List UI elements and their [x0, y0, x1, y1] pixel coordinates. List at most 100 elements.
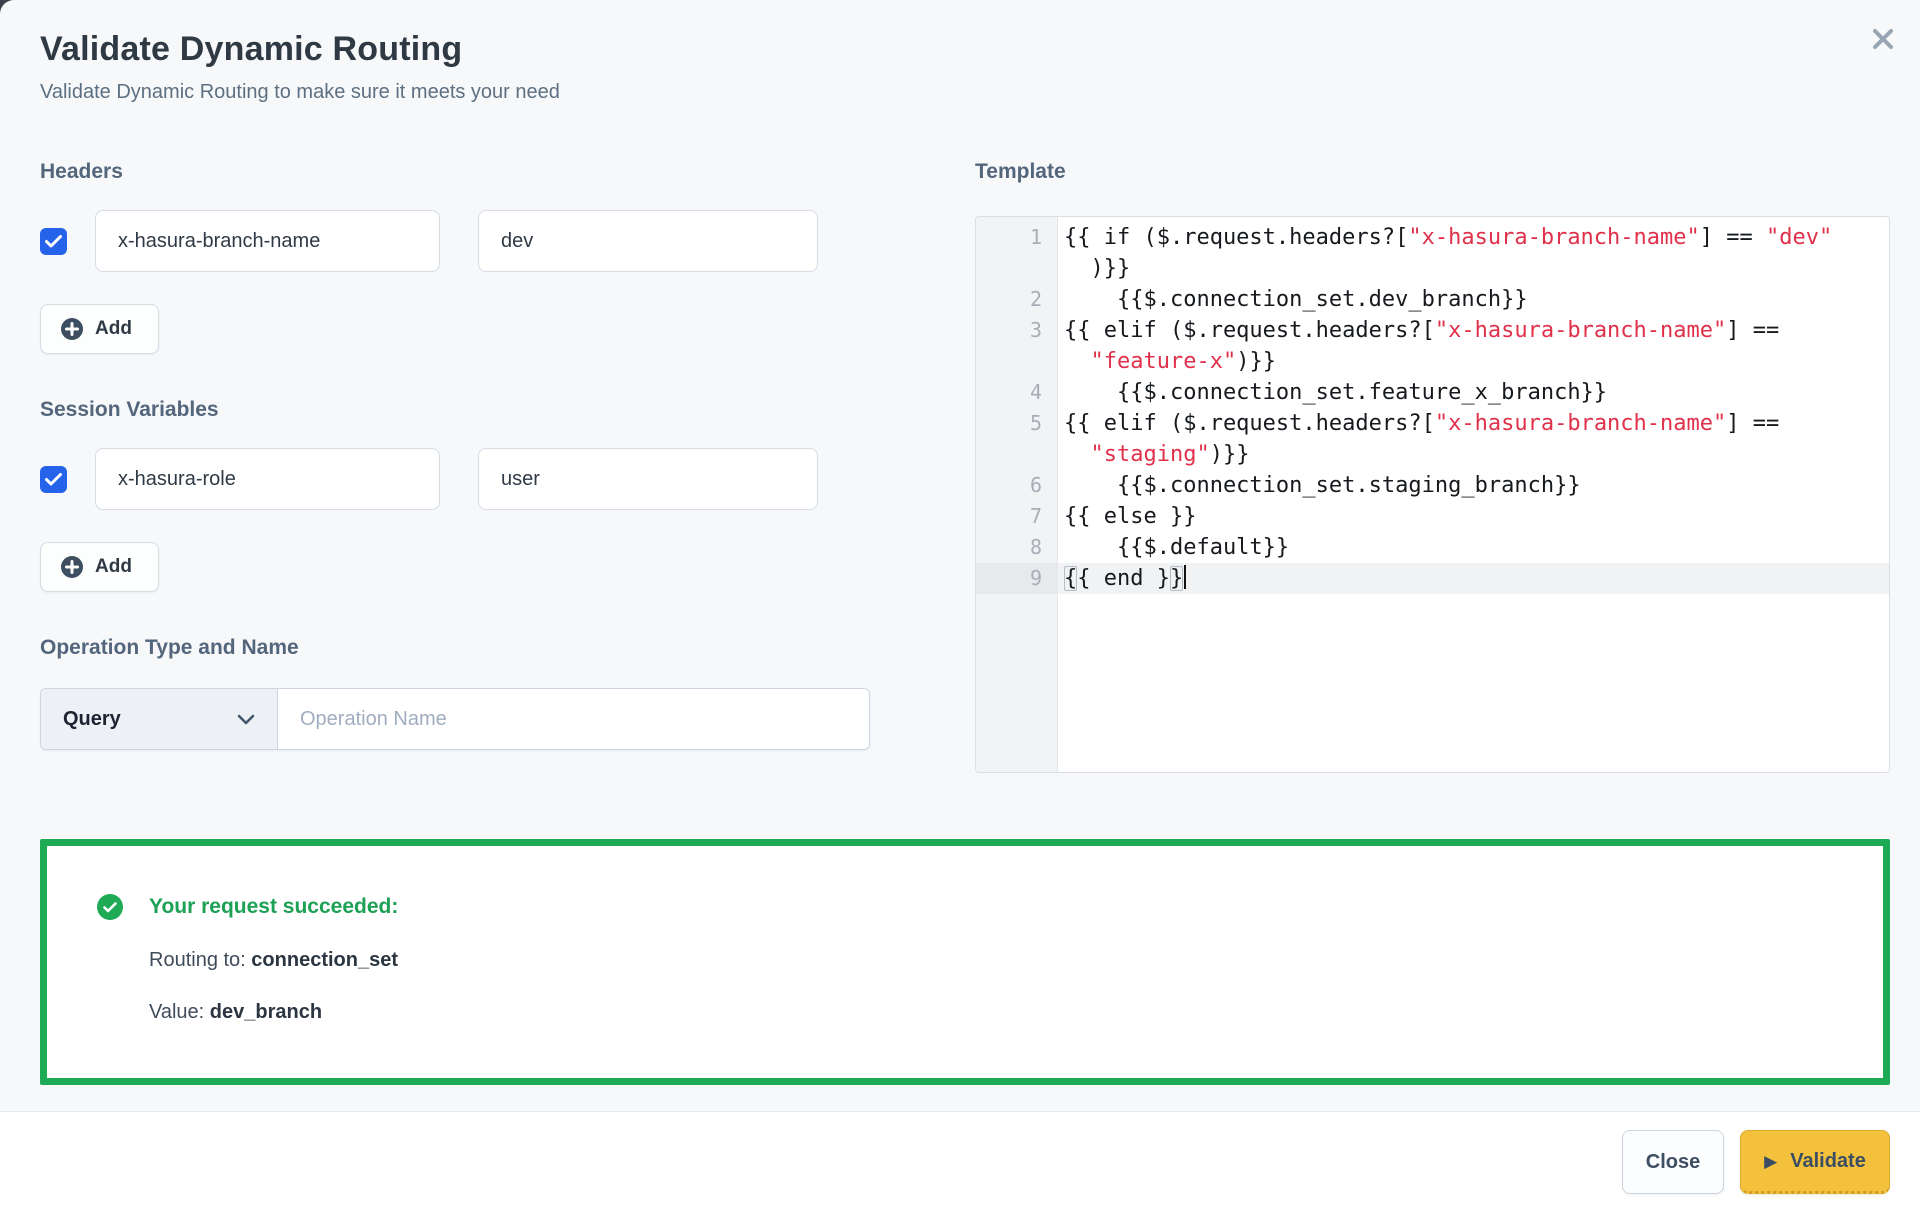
code-line: 2 {{$.connection_set.dev_branch}} — [976, 284, 1889, 315]
add-session-variable-button[interactable]: Add — [40, 542, 159, 592]
code-line: 5 {{ elif ($.request.headers?["x-hasura-b… — [976, 408, 1889, 439]
template-section-label: Template — [975, 160, 1066, 183]
code-line: "staging")}} — [976, 439, 1889, 470]
validate-button-label: Validate — [1790, 1149, 1866, 1172]
code-line-text: "staging")}} — [1058, 439, 1889, 470]
value-label: Value: — [149, 1001, 210, 1023]
code-token: { end } — [1077, 566, 1170, 591]
code-string-token: "x-hasura-branch-name" — [1434, 411, 1727, 436]
code-token: )}} — [1236, 349, 1276, 374]
close-button[interactable]: Close — [1622, 1130, 1724, 1194]
code-token: {{ elif ($.request.headers?[ — [1064, 318, 1435, 343]
page-title: Validate Dynamic Routing — [40, 30, 463, 68]
code-line-text: {{ elif ($.request.headers?["x-hasura-br… — [1058, 315, 1889, 346]
x-glyph — [1873, 29, 1893, 49]
code-line-text: )}} — [1058, 253, 1889, 284]
code-line-text: {{ elif ($.request.headers?["x-hasura-br… — [1058, 408, 1889, 439]
success-check-icon — [97, 894, 123, 920]
line-number — [976, 253, 1058, 284]
line-number: 3 — [1029, 318, 1042, 342]
code-token: {{$.default}} — [1064, 535, 1290, 560]
code-line: 3 {{ elif ($.request.headers?["x-hasura-b… — [976, 315, 1889, 346]
code-line-text: {{$.connection_set.staging_branch}} — [1058, 470, 1889, 501]
code-line: 4 {{$.connection_set.feature_x_branch}} — [976, 377, 1889, 408]
line-number — [976, 439, 1058, 470]
code-line-text: "feature-x")}} — [1058, 346, 1889, 377]
code-token: } — [1169, 566, 1184, 591]
code-token: )}} — [1209, 442, 1250, 467]
code-line-text: {{ end }} — [1058, 563, 1889, 594]
code-line-text: {{$.connection_set.feature_x_branch}} — [1058, 377, 1889, 408]
operation-section-label: Operation Type and Name — [40, 636, 299, 659]
header-key-input[interactable] — [95, 210, 440, 272]
chevron-down-icon — [237, 714, 255, 724]
plus-circle-icon — [61, 556, 83, 578]
session-variable-row — [40, 448, 870, 510]
code-token: )}} — [1064, 256, 1131, 281]
check-icon — [45, 472, 62, 485]
code-string-token: "x-hasura-branch-name" — [1408, 225, 1700, 250]
page-subtitle: Validate Dynamic Routing to make sure it… — [40, 81, 560, 103]
template-code-editor[interactable]: 1{{ if ($.request.headers?["x-hasura-bra… — [975, 216, 1890, 773]
plus-circle-icon — [61, 318, 83, 340]
result-value-line: Value: dev_branch — [149, 1001, 1843, 1024]
code-line-text: {{$.connection_set.dev_branch}} — [1058, 284, 1889, 315]
code-line: 6 {{$.connection_set.staging_branch}} — [976, 470, 1889, 501]
code-token: {{ else }} — [1064, 504, 1197, 529]
code-line: 1 {{ if ($.request.headers?["x-hasura-bra… — [976, 222, 1889, 253]
line-number: 2 — [1029, 287, 1042, 311]
code-token: {{$.connection_set.staging_branch}} — [1064, 473, 1581, 498]
add-header-label: Add — [95, 318, 132, 339]
headers-section-label: Headers — [40, 160, 123, 183]
code-line: "feature-x")}} — [976, 346, 1889, 377]
add-header-button[interactable]: Add — [40, 304, 159, 354]
code-line: 7 {{ else }} — [976, 501, 1889, 532]
code-token: { — [1064, 566, 1078, 591]
code-token: {{ if ($.request.headers?[ — [1064, 225, 1409, 250]
text-cursor — [1184, 565, 1187, 589]
line-number: 1 — [1029, 225, 1042, 249]
session-variable-enabled-checkbox[interactable] — [40, 465, 67, 493]
code-token: ] == — [1699, 225, 1767, 250]
routing-label: Routing to: — [149, 949, 252, 971]
line-number: 7 — [1029, 504, 1042, 528]
line-number: 8 — [1029, 535, 1042, 559]
operation-type-select[interactable]: Query — [41, 689, 278, 749]
code-line-text: {{$.default}} — [1058, 532, 1889, 563]
validate-button[interactable]: ▶ Validate — [1740, 1130, 1890, 1194]
line-number: 5 — [1029, 411, 1042, 435]
line-number: 9 — [976, 563, 1058, 594]
dialog-footer: Close ▶ Validate — [0, 1111, 1920, 1214]
code-string-token: "staging" — [1090, 442, 1210, 467]
code-string-token: "feature-x" — [1090, 349, 1237, 374]
session-variable-key-input[interactable] — [95, 448, 440, 510]
code-token — [1064, 442, 1091, 467]
code-token: ] == — [1726, 318, 1780, 343]
code-line: 9{{ end }} — [976, 563, 1889, 594]
code-line: 8 {{$.default}} — [976, 532, 1889, 563]
session-variable-value-input[interactable] — [478, 448, 818, 510]
value-value: dev_branch — [209, 1001, 323, 1023]
code-token: {{ elif ($.request.headers?[ — [1064, 411, 1435, 436]
result-routing-line: Routing to: connection_set — [149, 949, 1843, 972]
header-value-input[interactable] — [478, 210, 818, 272]
code-rows: 1{{ if ($.request.headers?["x-hasura-bra… — [976, 217, 1889, 594]
validation-result-box: Your request succeeded: Routing to: conn… — [40, 839, 1890, 1085]
close-icon[interactable] — [1868, 24, 1898, 54]
line-number: 4 — [1029, 380, 1042, 404]
result-heading: Your request succeeded: — [149, 895, 399, 918]
check-icon — [45, 234, 62, 247]
play-icon: ▶ — [1764, 1151, 1778, 1171]
line-number — [976, 346, 1058, 377]
code-string-token: "dev" — [1766, 225, 1833, 250]
routing-value: connection_set — [251, 949, 398, 971]
operation-type-value: Query — [63, 707, 121, 730]
code-token: {{$.connection_set.feature_x_branch}} — [1064, 380, 1608, 405]
operation-name-input[interactable] — [278, 689, 869, 749]
code-line-text: {{ if ($.request.headers?["x-hasura-bran… — [1058, 222, 1889, 253]
header-enabled-checkbox[interactable] — [40, 227, 67, 255]
add-session-variable-label: Add — [95, 556, 132, 577]
editor-gutter — [976, 217, 1058, 772]
session-variables-section-label: Session Variables — [40, 398, 219, 421]
